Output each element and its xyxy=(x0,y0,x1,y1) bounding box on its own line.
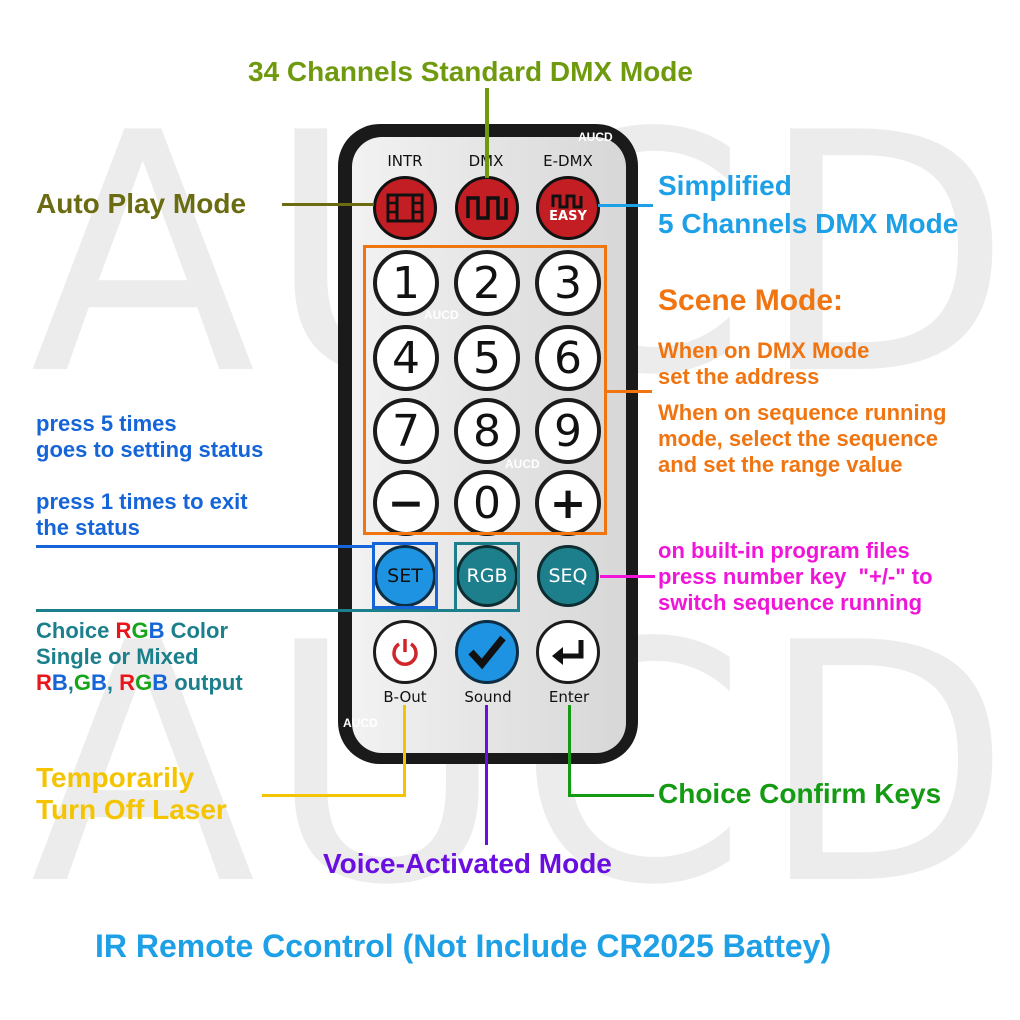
scene-text-2a: When on sequence running xyxy=(658,400,947,425)
sound-button[interactable] xyxy=(455,620,519,684)
set-text-2b: the status xyxy=(36,515,140,540)
dmx-button[interactable] xyxy=(455,176,519,240)
key-7[interactable]: 7 xyxy=(373,398,439,464)
key-3[interactable]: 3 xyxy=(535,250,601,316)
bottom-caption: IR Remote Ccontrol (Not Include CR2025 B… xyxy=(95,928,832,964)
temp-connector-h xyxy=(262,794,406,797)
key-9[interactable]: 9 xyxy=(535,398,601,464)
key-5[interactable]: 5 xyxy=(454,325,520,391)
rgb-text-1: Choice RGB Color xyxy=(36,618,229,643)
scene-text-2b: mode, select the sequence xyxy=(658,426,938,451)
color-letter: B xyxy=(51,670,68,695)
key-1[interactable]: 1 xyxy=(373,250,439,316)
rgb-highlight-box xyxy=(454,542,520,612)
enter-button[interactable] xyxy=(536,620,600,684)
scene-mode-frame xyxy=(363,245,607,535)
color-letter: R xyxy=(119,670,136,695)
small-mark: AUCD xyxy=(505,457,540,471)
color-letter: G xyxy=(135,670,153,695)
label-intr: INTR xyxy=(387,152,423,170)
edmx-button[interactable]: EASY xyxy=(536,176,600,240)
key-4[interactable]: 4 xyxy=(373,325,439,391)
seq-text-2: press number key "+/-" to xyxy=(658,564,933,589)
checkmark-icon xyxy=(468,635,506,670)
square-wave-icon xyxy=(466,196,508,220)
small-mark: AUCD xyxy=(424,308,459,322)
seq-text-3: switch sequence running xyxy=(658,590,923,615)
small-mark: AUCD xyxy=(343,716,378,730)
seq-connector xyxy=(600,575,655,578)
simplified-connector xyxy=(598,204,653,207)
confirm-connector-h xyxy=(568,794,654,797)
color-letter: G xyxy=(131,618,149,643)
confirm-text: Choice Confirm Keys xyxy=(658,778,942,809)
title-connector xyxy=(485,88,489,178)
seq-button[interactable]: SEQ xyxy=(537,545,599,607)
set-text-1a: press 5 times xyxy=(36,411,177,436)
temp-connector-v xyxy=(403,705,406,797)
key-6[interactable]: 6 xyxy=(535,325,601,391)
small-mark: AUCD xyxy=(578,130,613,144)
color-letter: R xyxy=(115,618,132,643)
key-plus[interactable]: + xyxy=(535,470,601,536)
label-edmx: E-DMX xyxy=(543,152,593,170)
temp-text-2: Turn Off Laser xyxy=(36,794,227,825)
key-8[interactable]: 8 xyxy=(454,398,520,464)
title-standard-dmx: 34 Channels Standard DMX Mode xyxy=(248,56,693,87)
simplified-label-2: 5 Channels DMX Mode xyxy=(658,208,959,239)
label-sound: Sound xyxy=(464,688,512,706)
power-icon xyxy=(392,639,418,666)
label-enter: Enter xyxy=(548,688,590,706)
scene-connector xyxy=(607,390,652,393)
set-highlight-box xyxy=(372,542,438,609)
voice-text: Voice-Activated Mode xyxy=(323,848,612,879)
rgb-text-2: Single or Mixed xyxy=(36,644,199,669)
color-letter: B xyxy=(152,670,169,695)
scene-title: Scene Mode: xyxy=(658,284,844,317)
easy-label: EASY xyxy=(549,208,587,224)
color-letter: R xyxy=(36,670,52,695)
set-button[interactable]: SET xyxy=(374,545,436,607)
color-letter: B xyxy=(148,618,165,643)
set-connector xyxy=(36,545,372,548)
voice-connector xyxy=(485,705,488,845)
rgb-connector xyxy=(36,609,454,612)
rgb-text-3: RB,GB, RGB output xyxy=(36,670,243,695)
temp-text-1: Temporarily xyxy=(36,762,195,793)
auto-play-label: Auto Play Mode xyxy=(36,188,247,219)
confirm-connector-v xyxy=(568,705,571,797)
scene-text-1b: set the address xyxy=(658,364,820,389)
rgb-button[interactable]: RGB xyxy=(456,545,518,607)
auto-play-connector xyxy=(282,203,374,206)
square-wave-easy-icon xyxy=(551,194,583,208)
color-letter: B xyxy=(91,670,107,695)
key-2[interactable]: 2 xyxy=(454,250,520,316)
b-out-button[interactable] xyxy=(373,620,437,684)
simplified-label-1: Simplified xyxy=(658,170,792,201)
seq-text-1: on built-in program files xyxy=(658,538,910,563)
film-icon xyxy=(386,193,424,223)
scene-text-2c: and set the range value xyxy=(658,452,903,477)
scene-text-1a: When on DMX Mode xyxy=(658,338,870,363)
set-text-2a: press 1 times to exit xyxy=(36,489,248,514)
color-letter: G xyxy=(73,670,92,695)
set-text-1b: goes to setting status xyxy=(36,437,264,462)
label-b-out: B-Out xyxy=(383,688,427,706)
enter-arrow-icon xyxy=(552,640,584,665)
intr-button[interactable] xyxy=(373,176,437,240)
